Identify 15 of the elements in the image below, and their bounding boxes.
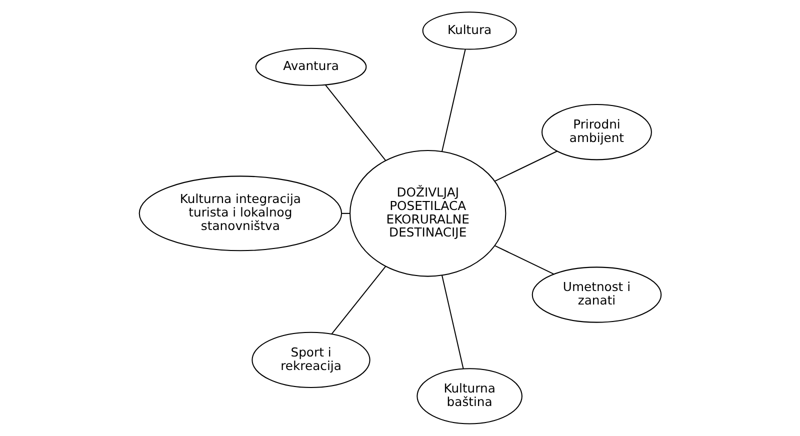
node-ellipse: Kulturna baština: [416, 368, 522, 424]
node-ellipse: Kultura: [422, 12, 517, 50]
node-ellipse: Kulturna integracija turista i lokalnog stanovništva: [138, 176, 342, 252]
node-ellipse: Sport i rekreacija: [252, 332, 370, 388]
connector: [325, 84, 386, 161]
connector: [494, 150, 558, 182]
node-ellipse: DOŽIVLJAJ POSETILACA EKORURALNE DESTINACIJE: [350, 150, 506, 277]
connector: [342, 212, 350, 214]
node-ellipse: Avantura: [255, 48, 367, 86]
node-ellipse: Umetnost i zanati: [532, 266, 662, 323]
connector: [331, 266, 386, 334]
connector: [441, 275, 464, 369]
connector: [494, 245, 554, 274]
node-ellipse: Prirodni ambijent: [542, 104, 652, 160]
connector: [441, 49, 466, 152]
